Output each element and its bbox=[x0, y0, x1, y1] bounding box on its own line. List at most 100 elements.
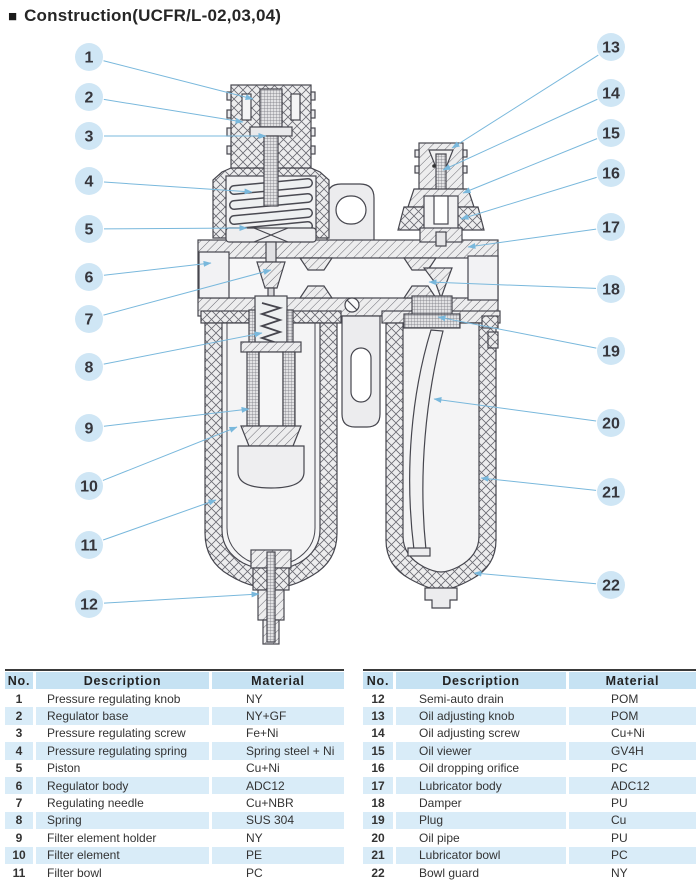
column-header-description: Description bbox=[36, 672, 209, 689]
balloon-number-1: 1 bbox=[85, 50, 94, 67]
part-material: Fe+Ni bbox=[246, 726, 279, 741]
section-title-row: ■ Construction(UCFR/L-02,03,04) bbox=[8, 6, 281, 26]
part-material: PC bbox=[246, 865, 263, 880]
balloon-17 bbox=[597, 213, 625, 241]
leader-line-11 bbox=[102, 499, 217, 541]
balloon-number-11: 11 bbox=[81, 538, 98, 555]
part-description: Plug bbox=[396, 811, 566, 830]
balloon-number-8: 8 bbox=[85, 360, 94, 377]
part-material: NY bbox=[246, 691, 263, 706]
part-material: ADC12 bbox=[212, 776, 344, 795]
part-material: POM bbox=[611, 691, 639, 706]
leader-line-5 bbox=[103, 225, 248, 232]
part-material: ADC12 bbox=[569, 776, 696, 795]
balloon-number-10: 10 bbox=[80, 479, 98, 496]
balloon-11 bbox=[75, 531, 103, 559]
part-number: 12 bbox=[371, 691, 385, 706]
leader-line-21 bbox=[480, 475, 597, 491]
balloon-7 bbox=[75, 305, 103, 333]
column-header-description: Description bbox=[396, 672, 566, 689]
part-number: 13 bbox=[363, 707, 393, 725]
column-header-no: No. bbox=[363, 672, 393, 689]
leader-line-2 bbox=[103, 98, 244, 124]
part-number: 10 bbox=[5, 846, 33, 864]
part-number: 9 bbox=[15, 830, 23, 845]
part-material: PU bbox=[611, 796, 628, 811]
part-material: Cu+Ni bbox=[611, 726, 645, 741]
table-header-row: No. Description Material bbox=[363, 672, 696, 689]
part-material: SUS 304 bbox=[212, 811, 344, 830]
leader-line-22 bbox=[473, 570, 597, 585]
balloon-12 bbox=[75, 590, 103, 618]
balloon-number-4: 4 bbox=[85, 174, 94, 191]
part-description: Oil pipe bbox=[419, 830, 460, 845]
part-description: Piston bbox=[47, 761, 81, 776]
leader-line-7 bbox=[103, 269, 272, 316]
balloon-number-16: 16 bbox=[602, 166, 620, 183]
balloon-number-12: 12 bbox=[80, 597, 98, 614]
part-material: PC bbox=[569, 846, 696, 864]
part-number: 1 bbox=[15, 691, 23, 706]
leader-line-14 bbox=[442, 98, 598, 171]
cross-section-drawing bbox=[197, 84, 501, 645]
balloon-14 bbox=[597, 79, 625, 107]
leader-line-6 bbox=[103, 260, 212, 276]
part-number: 14 bbox=[371, 726, 385, 741]
balloon-number-22: 22 bbox=[602, 578, 620, 595]
balloon-number-13: 13 bbox=[602, 40, 620, 57]
outlet-port bbox=[467, 255, 499, 301]
section-marker-icon: ■ bbox=[8, 7, 18, 25]
part-description: Pressure regulating spring bbox=[36, 742, 209, 760]
part-number: 19 bbox=[363, 811, 393, 830]
part-number: 4 bbox=[5, 742, 33, 760]
leader-line-13 bbox=[451, 54, 599, 149]
part-description: Oil adjusting screw bbox=[419, 726, 520, 741]
part-number: 21 bbox=[363, 846, 393, 864]
balloon-8 bbox=[75, 353, 103, 381]
column-header-no: No. bbox=[5, 672, 33, 689]
part-description: Pressure regulating knob bbox=[47, 691, 181, 706]
leader-line-19 bbox=[437, 315, 597, 349]
leader-line-20 bbox=[433, 397, 597, 422]
balloon-13 bbox=[597, 33, 625, 61]
part-number: 17 bbox=[363, 776, 393, 795]
semi-auto-drain bbox=[250, 549, 292, 645]
part-description: Oil adjusting knob bbox=[396, 707, 566, 725]
oil-adjusting-knob bbox=[397, 142, 485, 247]
part-material: PC bbox=[611, 761, 628, 776]
filter-element-holder bbox=[240, 425, 302, 447]
balloon-20 bbox=[597, 409, 625, 437]
part-description: Bowl guard bbox=[419, 865, 480, 880]
balloon-4 bbox=[75, 167, 103, 195]
part-number: 20 bbox=[371, 830, 385, 845]
balloon-number-21: 21 bbox=[602, 485, 620, 502]
pressure-regulating-knob bbox=[226, 84, 316, 207]
part-description: Pressure regulating screw bbox=[47, 726, 186, 741]
part-number: 6 bbox=[5, 776, 33, 795]
leader-line-18 bbox=[428, 279, 597, 289]
leader-line-1 bbox=[103, 60, 254, 101]
balloon-21 bbox=[597, 478, 625, 506]
balloon-number-5: 5 bbox=[85, 222, 94, 239]
leader-line-9 bbox=[103, 406, 250, 427]
part-material: Cu+NBR bbox=[246, 796, 294, 811]
leader-line-8 bbox=[103, 331, 263, 365]
part-material: Spring steel + Ni bbox=[212, 742, 344, 760]
balloon-number-14: 14 bbox=[602, 86, 620, 103]
part-number: 22 bbox=[371, 865, 385, 880]
